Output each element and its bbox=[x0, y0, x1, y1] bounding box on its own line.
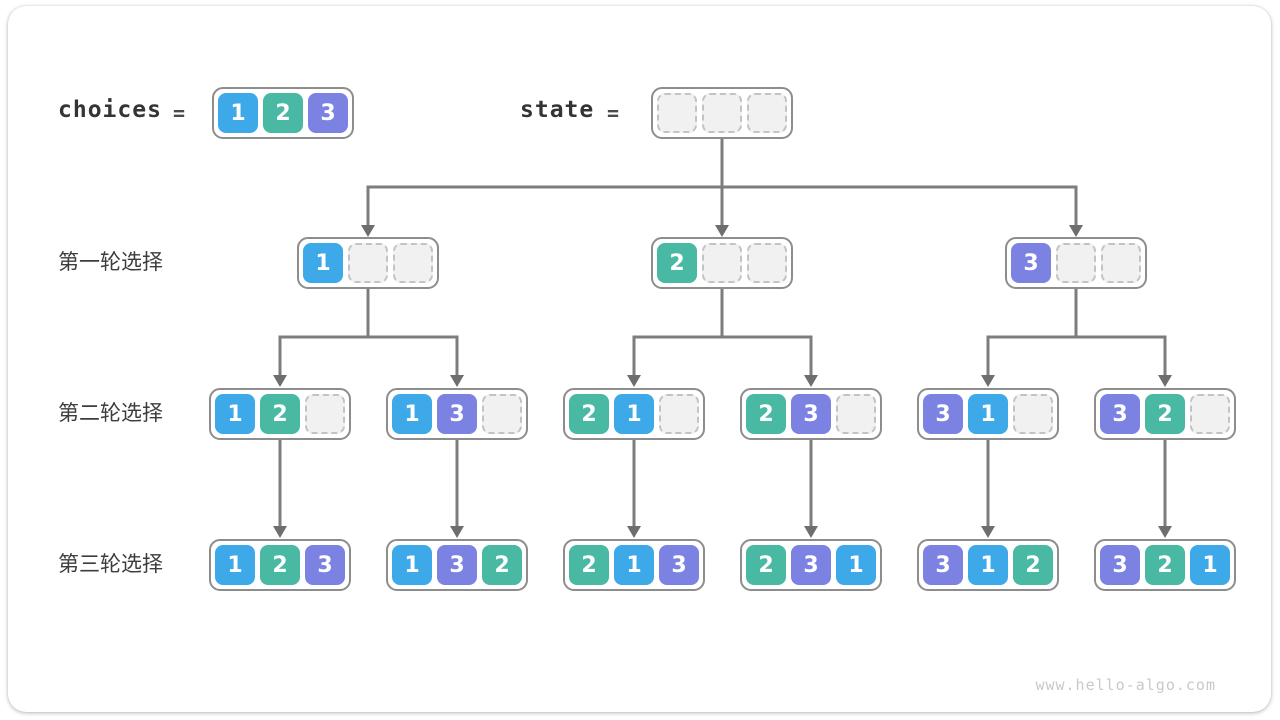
array-cell: 2 bbox=[657, 243, 697, 283]
array-cell bbox=[482, 394, 522, 434]
array-cell bbox=[1056, 243, 1096, 283]
state-box-123: 1 2 3 bbox=[209, 539, 351, 591]
array-cell: 2 bbox=[569, 545, 609, 585]
array-cell: 3 bbox=[1100, 545, 1140, 585]
array-cell bbox=[836, 394, 876, 434]
array-cell: 2 bbox=[569, 394, 609, 434]
state-label: state bbox=[520, 97, 595, 123]
state-box-2: 2 bbox=[651, 237, 793, 289]
array-cell: 2 bbox=[260, 545, 300, 585]
array-cell: 3 bbox=[791, 394, 831, 434]
state-box-12: 1 2 bbox=[209, 388, 351, 440]
array-cell: 2 bbox=[746, 394, 786, 434]
array-cell: 3 bbox=[791, 545, 831, 585]
array-cell: 1 bbox=[614, 394, 654, 434]
array-cell bbox=[305, 394, 345, 434]
state-array bbox=[651, 87, 793, 139]
array-cell bbox=[659, 394, 699, 434]
array-cell: 1 bbox=[215, 394, 255, 434]
state-box-31: 3 1 bbox=[917, 388, 1059, 440]
array-cell: 2 bbox=[746, 545, 786, 585]
array-cell bbox=[1013, 394, 1053, 434]
array-cell: 1 bbox=[614, 545, 654, 585]
array-cell bbox=[702, 243, 742, 283]
array-cell bbox=[747, 243, 787, 283]
array-cell: 1 bbox=[968, 394, 1008, 434]
array-cell: 2 bbox=[1013, 545, 1053, 585]
state-equals: = bbox=[607, 101, 620, 125]
state-box-3: 3 bbox=[1005, 237, 1147, 289]
array-cell: 1 bbox=[1190, 545, 1230, 585]
array-cell: 3 bbox=[923, 394, 963, 434]
state-box-312: 3 1 2 bbox=[917, 539, 1059, 591]
state-box-23: 2 3 bbox=[740, 388, 882, 440]
array-cell: 3 bbox=[305, 545, 345, 585]
round3-label: 第三轮选择 bbox=[58, 553, 163, 576]
array-cell bbox=[747, 93, 787, 133]
state-box-213: 2 1 3 bbox=[563, 539, 705, 591]
array-cell: 2 bbox=[263, 93, 303, 133]
array-cell: 1 bbox=[303, 243, 343, 283]
array-cell: 1 bbox=[215, 545, 255, 585]
choices-label: choices bbox=[58, 97, 162, 123]
array-cell bbox=[702, 93, 742, 133]
array-cell: 1 bbox=[392, 394, 432, 434]
state-box-132: 1 3 2 bbox=[386, 539, 528, 591]
array-cell: 1 bbox=[392, 545, 432, 585]
array-cell: 2 bbox=[260, 394, 300, 434]
arrows-round2-to-round3 bbox=[273, 440, 1172, 538]
array-cell: 1 bbox=[968, 545, 1008, 585]
state-box-231: 2 3 1 bbox=[740, 539, 882, 591]
array-cell: 3 bbox=[437, 545, 477, 585]
array-cell bbox=[1101, 243, 1141, 283]
array-cell bbox=[393, 243, 433, 283]
arrows-round1-to-round2 bbox=[273, 289, 1172, 387]
state-box-32: 3 2 bbox=[1094, 388, 1236, 440]
state-box-1: 1 bbox=[297, 237, 439, 289]
watermark: www.hello-algo.com bbox=[1035, 676, 1216, 694]
array-cell: 3 bbox=[437, 394, 477, 434]
round2-label: 第二轮选择 bbox=[58, 402, 163, 425]
array-cell bbox=[657, 93, 697, 133]
array-cell: 1 bbox=[836, 545, 876, 585]
array-cell: 3 bbox=[659, 545, 699, 585]
choices-array: 1 2 3 bbox=[212, 87, 354, 139]
arrows-root-to-round1 bbox=[361, 139, 1083, 237]
array-cell bbox=[1190, 394, 1230, 434]
state-box-21: 2 1 bbox=[563, 388, 705, 440]
array-cell: 2 bbox=[482, 545, 522, 585]
array-cell bbox=[348, 243, 388, 283]
array-cell: 3 bbox=[1011, 243, 1051, 283]
array-cell: 3 bbox=[308, 93, 348, 133]
array-cell: 2 bbox=[1145, 545, 1185, 585]
choices-equals: = bbox=[173, 101, 186, 125]
array-cell: 3 bbox=[1100, 394, 1140, 434]
array-cell: 2 bbox=[1145, 394, 1185, 434]
state-box-13: 1 3 bbox=[386, 388, 528, 440]
array-cell: 1 bbox=[218, 93, 258, 133]
state-box-321: 3 2 1 bbox=[1094, 539, 1236, 591]
array-cell: 3 bbox=[923, 545, 963, 585]
round1-label: 第一轮选择 bbox=[58, 251, 163, 274]
